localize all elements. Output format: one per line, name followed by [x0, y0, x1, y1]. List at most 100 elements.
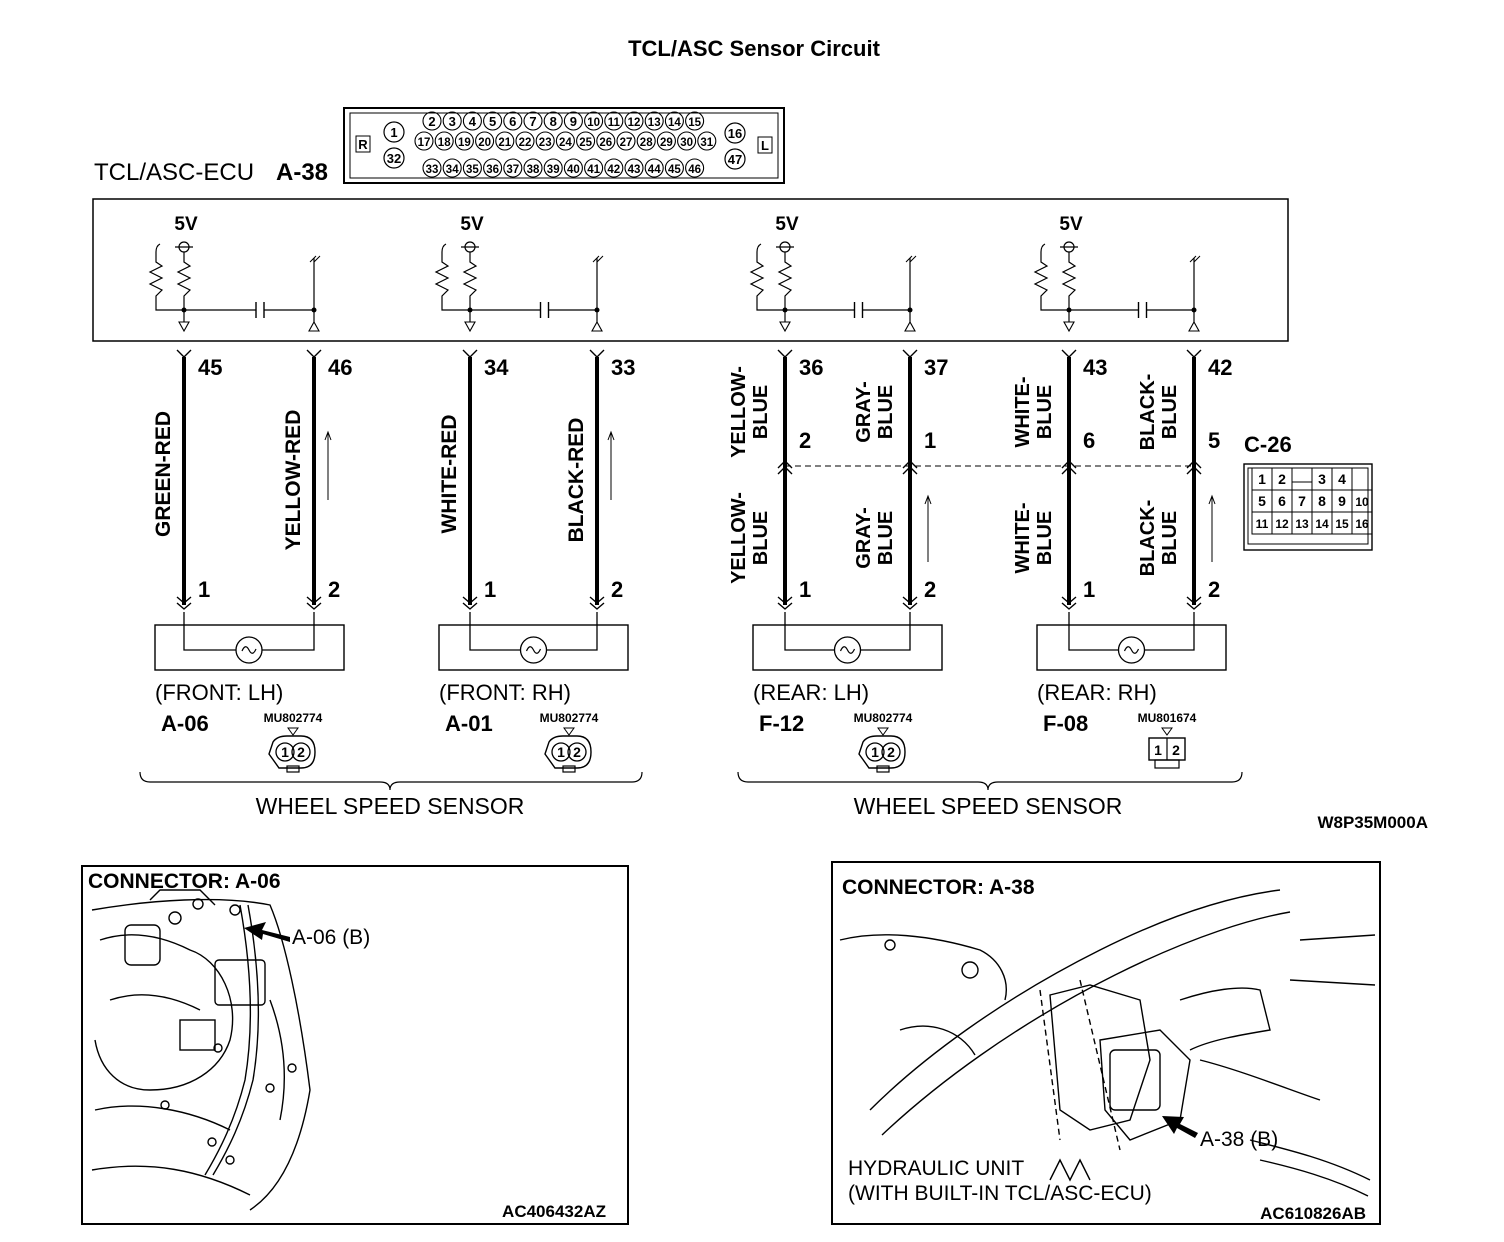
- ecu-pin: 27: [620, 137, 633, 149]
- ecu-pin: 47: [728, 152, 742, 167]
- ecu-pin: 1: [390, 125, 397, 140]
- connector-face-pin: 1: [557, 744, 565, 760]
- wire-color-label: WHITE-: [1012, 502, 1034, 573]
- ecu-pin-number: 43: [1083, 355, 1107, 380]
- connector-part-number: MU801674: [1138, 711, 1197, 725]
- sensor-pin-number: 1: [484, 577, 496, 602]
- ecu-internal-circuits: 5V 5V 5V 5V: [148, 214, 1201, 333]
- junction-pin: 3: [1318, 471, 1326, 487]
- ecu-pin: 36: [486, 164, 499, 176]
- ecu-pin: 9: [570, 114, 577, 129]
- junction-pin: 5: [1258, 493, 1266, 509]
- wire-color-label: WHITE-: [1012, 376, 1034, 447]
- connector-face-icon: [544, 735, 592, 769]
- connector-face-pin: 2: [573, 744, 581, 760]
- ecu-pin-number: 37: [924, 355, 948, 380]
- ecu-pin: 11: [608, 117, 621, 129]
- ecu-pin: 39: [547, 164, 560, 176]
- wire-color-label: BLUE: [875, 511, 897, 565]
- sensor-position-label: (FRONT: RH): [439, 680, 571, 705]
- connector-face-pin: 2: [1172, 742, 1180, 758]
- sensor-connector-code: F-08: [1043, 711, 1088, 736]
- junction-pin: 9: [1338, 493, 1346, 509]
- wire-color-label: BLUE: [750, 385, 772, 439]
- ecu-box: [92, 198, 1289, 342]
- ecu-pin: 35: [466, 164, 479, 176]
- ecu-pin: 28: [640, 137, 653, 149]
- group-label-rear: WHEEL SPEED SENSOR: [854, 793, 1123, 819]
- ecu-pin: 5: [489, 114, 496, 129]
- ecu-pin: 34: [446, 164, 459, 176]
- sensor-pin-number: 1: [198, 577, 210, 602]
- junction-pin: 7: [1298, 493, 1306, 509]
- connector-panel-a06: [81, 865, 629, 1225]
- junction-pin-number: 5: [1208, 428, 1220, 453]
- junction-pin-number: 2: [799, 428, 811, 453]
- connector-face-pin: 1: [871, 744, 879, 760]
- ecu-name: TCL/ASC-ECU: [94, 159, 254, 186]
- connector-part-number: MU802774: [540, 711, 599, 725]
- junction-pin: 11: [1256, 517, 1269, 531]
- sensor-connector-code: A-06: [161, 711, 209, 736]
- ecu-pin-number: 45: [198, 355, 222, 380]
- ecu-pin: 30: [680, 137, 693, 149]
- sensor-pin-number: 1: [1083, 577, 1095, 602]
- wire-color-label: BLUE: [1034, 511, 1056, 565]
- ecu-pin-number: 36: [799, 355, 823, 380]
- connector-face-icon: [858, 735, 906, 769]
- junction-pin: 14: [1315, 517, 1329, 531]
- panel-a06-title: CONNECTOR: A-06: [88, 870, 281, 893]
- ecu-pin: 21: [498, 137, 511, 149]
- ecu-pin: 42: [607, 164, 620, 176]
- supply-voltage-label: 5V: [775, 214, 799, 235]
- wire-color-label: BLACK-RED: [565, 418, 588, 543]
- ecu-input-circuit: 5V: [434, 214, 604, 333]
- supply-voltage-label: 5V: [174, 214, 198, 235]
- ecu-pin: 41: [587, 164, 600, 176]
- ecu-pin: 23: [539, 137, 552, 149]
- ecu-pin: 17: [418, 137, 431, 149]
- panel-a38-unit-sublabel: (WITH BUILT-IN TCL/ASC-ECU): [848, 1182, 1152, 1205]
- sensor-body: [1036, 624, 1227, 671]
- wire-color-label: GRAY-: [853, 381, 875, 443]
- ecu-pin: 44: [648, 164, 661, 176]
- ecu-pin-number: 42: [1208, 355, 1232, 380]
- ecu-pin: 6: [509, 114, 516, 129]
- junction-pin-number: 1: [924, 428, 936, 453]
- wire-color-label: BLUE: [1034, 385, 1056, 439]
- ecu-pin: 2: [428, 114, 435, 129]
- sensor-body: [438, 624, 629, 671]
- group-label-front: WHEEL SPEED SENSOR: [256, 793, 525, 819]
- junction-pin: 4: [1338, 471, 1346, 487]
- ecu-pin: 24: [559, 137, 572, 149]
- junction-pin: 1: [1258, 471, 1266, 487]
- sensor-coil-symbol: [235, 636, 263, 664]
- ecu-pin: 14: [668, 117, 681, 129]
- sensor-pin-number: 1: [799, 577, 811, 602]
- ecu-pin: 12: [628, 117, 641, 129]
- panel-a38-title: CONNECTOR: A-38: [842, 876, 1035, 899]
- connector-face-pin: 1: [281, 744, 289, 760]
- ecu-pin: 40: [567, 164, 580, 176]
- ecu-pin: 31: [700, 137, 713, 149]
- junction-pin: 6: [1278, 493, 1286, 509]
- ecu-input-circuit: 5V: [1033, 214, 1201, 333]
- ecu-pin: 45: [668, 164, 681, 176]
- wire-color-label: BLUE: [1159, 511, 1181, 565]
- ecu-pin: 29: [660, 137, 673, 149]
- connector-side-l: L: [761, 138, 769, 153]
- panel-a06-callout: A-06 (B): [292, 926, 370, 949]
- connector-face-pin: 1: [1154, 742, 1162, 758]
- sensor-position-label: (REAR: RH): [1037, 680, 1157, 705]
- sensor-connector-code: F-12: [759, 711, 804, 736]
- sensor-pin-number: 2: [1208, 577, 1220, 602]
- ecu-pin: 38: [527, 164, 540, 176]
